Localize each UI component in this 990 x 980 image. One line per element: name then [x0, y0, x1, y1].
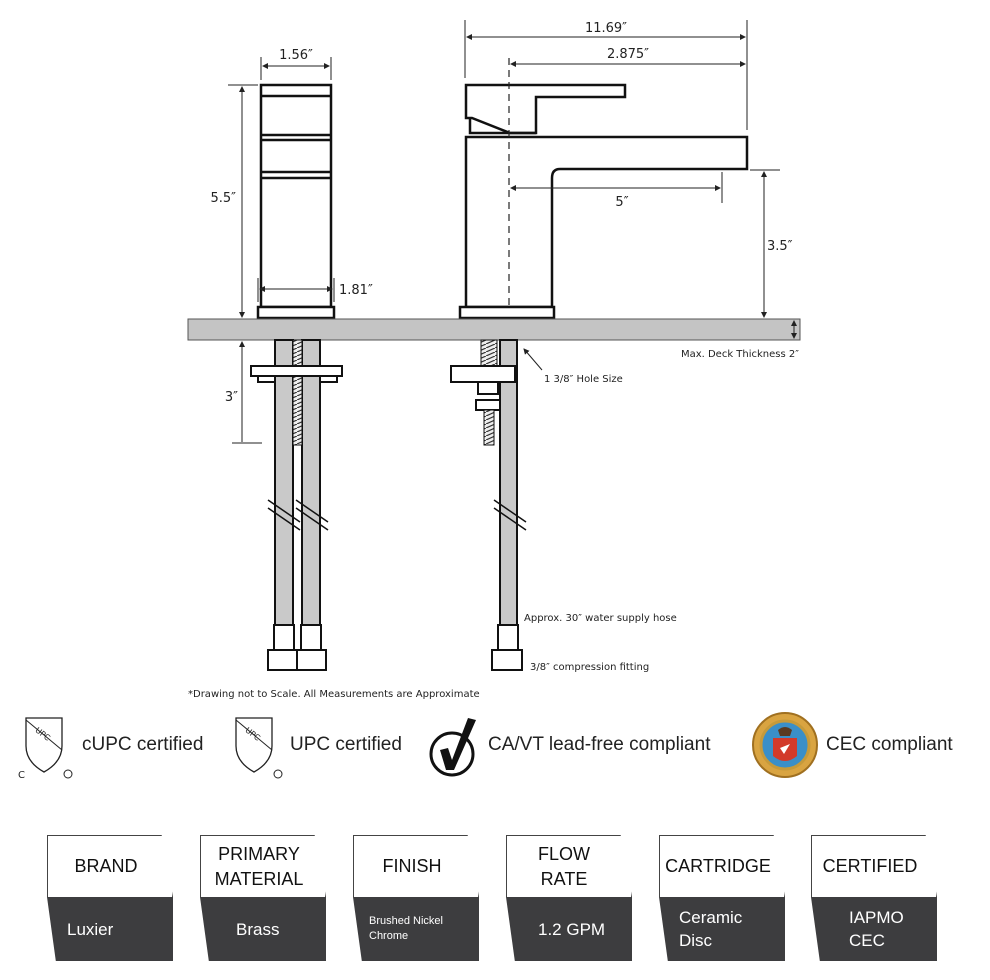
dim-below-deck: 3″ [225, 390, 238, 405]
cert-upc: UPC UPC certified [232, 705, 402, 785]
cert-label: UPC certified [290, 734, 402, 755]
dim-side-height: 5.5″ [210, 191, 236, 206]
cert-cupc: UPC C cUPC certified [18, 705, 203, 785]
spec-card-cartridge: CARTRIDGE Ceramic Disc [659, 835, 785, 961]
spec-card-flow-rate: FLOW RATE 1.2 GPM [506, 835, 632, 961]
cert-cec: CEC compliant [750, 705, 953, 785]
spec-card-finish: FINISH Brushed Nickel Chrome [353, 835, 479, 961]
deck-thickness-note: Max. Deck Thickness 2″ [681, 349, 799, 360]
dim-spout-reach: 5″ [615, 195, 628, 210]
spec-title: BRAND [47, 835, 173, 897]
cert-label: CA/VT lead-free compliant [488, 734, 711, 755]
dim-center-to-front: 2.875″ [607, 47, 649, 62]
spec-card-material: PRIMARY MATERIAL Brass [200, 835, 326, 961]
certifications-row: UPC C cUPC certified UPC UPC certified C… [0, 705, 990, 785]
right-supply-assembly [450, 339, 527, 671]
left-supply-assembly [250, 339, 343, 671]
spec-value: Brushed Nickel Chrome [353, 897, 479, 961]
break-marks [267, 499, 329, 531]
faucet-dimension-drawing: 1.56″ 5.5″ 1.81″ 11.69″ 2.875″ 5″ 3.5″ 3… [187, 20, 801, 700]
spec-card-certified: CERTIFIED IAPMO CEC [811, 835, 937, 961]
cert-lead-free: CA/VT lead-free compliant [428, 705, 710, 785]
deck [187, 318, 801, 341]
dim-spout-height: 3.5″ [767, 239, 793, 254]
spec-value: 1.2 GPM [506, 897, 632, 961]
spec-value: Ceramic Disc [659, 897, 785, 961]
cec-seal-icon [752, 712, 818, 778]
checkmark-circle-icon [429, 718, 476, 777]
cert-label: CEC compliant [826, 734, 953, 755]
spec-value: IAPMO CEC [811, 897, 937, 961]
spec-title: CERTIFIED [811, 835, 937, 897]
spec-title: CARTRIDGE [659, 835, 785, 897]
spec-card-brand: BRAND Luxier [47, 835, 173, 961]
spec-title: FINISH [353, 835, 479, 897]
dim-overall-length: 11.69″ [585, 21, 627, 36]
spec-title: FLOW RATE [506, 835, 632, 897]
cert-label: cUPC certified [82, 734, 204, 755]
hose-note: Approx. 30″ water supply hose [524, 613, 677, 624]
side-view [256, 83, 336, 320]
disclaimer: *Drawing not to Scale. All Measurements … [188, 689, 480, 700]
spec-value: Brass [200, 897, 326, 961]
fitting-note: 3/8″ compression fitting [530, 662, 649, 673]
spec-value: Luxier [47, 897, 173, 961]
spec-title: PRIMARY MATERIAL [200, 835, 326, 897]
dim-side-width: 1.56″ [279, 48, 313, 63]
hole-size-note: 1 3/8″ Hole Size [544, 374, 623, 385]
svg-text:C: C [18, 770, 25, 780]
upc-shield-icon: UPC [235, 717, 283, 779]
cupc-shield-icon: UPC C [18, 717, 73, 780]
dim-base-width: 1.81″ [339, 283, 373, 298]
front-view [458, 83, 749, 320]
